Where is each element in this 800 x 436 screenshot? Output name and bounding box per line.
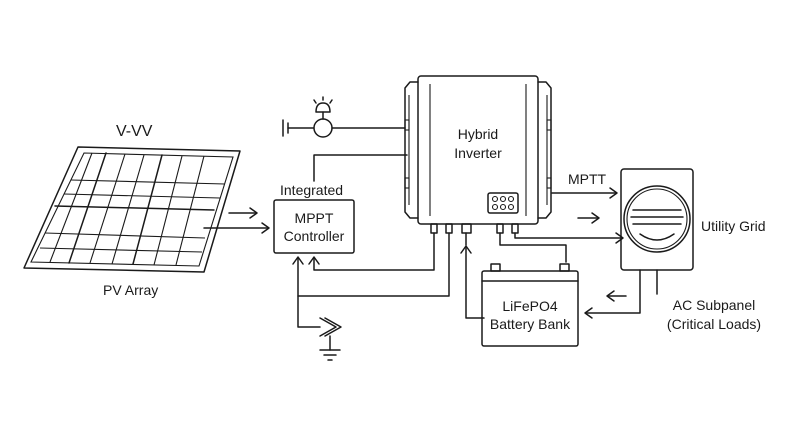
pv-to-mppt-arrow	[203, 207, 270, 234]
meter-icon	[620, 168, 694, 271]
subpanel-label-line2: (Critical Loads)	[666, 316, 762, 332]
meter-wiring	[584, 269, 658, 319]
light-bulb-icon	[282, 96, 406, 138]
inverter-label-line2: Inverter	[454, 145, 502, 161]
battery-icon	[481, 263, 579, 347]
inverter-label-line1: Hybrid	[457, 126, 499, 142]
inverter-wiring	[292, 232, 624, 319]
integrated-label: Integrated	[280, 182, 344, 198]
utility-grid-label: Utility Grid	[701, 218, 766, 234]
mppt-label-line2: Controller	[283, 228, 345, 244]
mppt-to-inverter-line	[313, 154, 408, 182]
mptt-arrow	[551, 187, 618, 224]
inverter-icon	[404, 75, 552, 234]
mptt-label: MPTT	[568, 171, 607, 187]
pv-array-label: PV Array	[103, 282, 159, 298]
ground-icon	[297, 295, 342, 361]
battery-label-line2: Battery Bank	[489, 316, 571, 332]
pv-top-label: V-VV	[116, 123, 153, 140]
mppt-controller-box	[273, 199, 355, 254]
battery-label-line1: LiFePO4	[502, 298, 558, 314]
mppt-label-line1: MPPT	[294, 210, 334, 226]
subpanel-label-line1: AC Subpanel	[672, 297, 756, 313]
solar-panel-icon	[23, 146, 241, 273]
